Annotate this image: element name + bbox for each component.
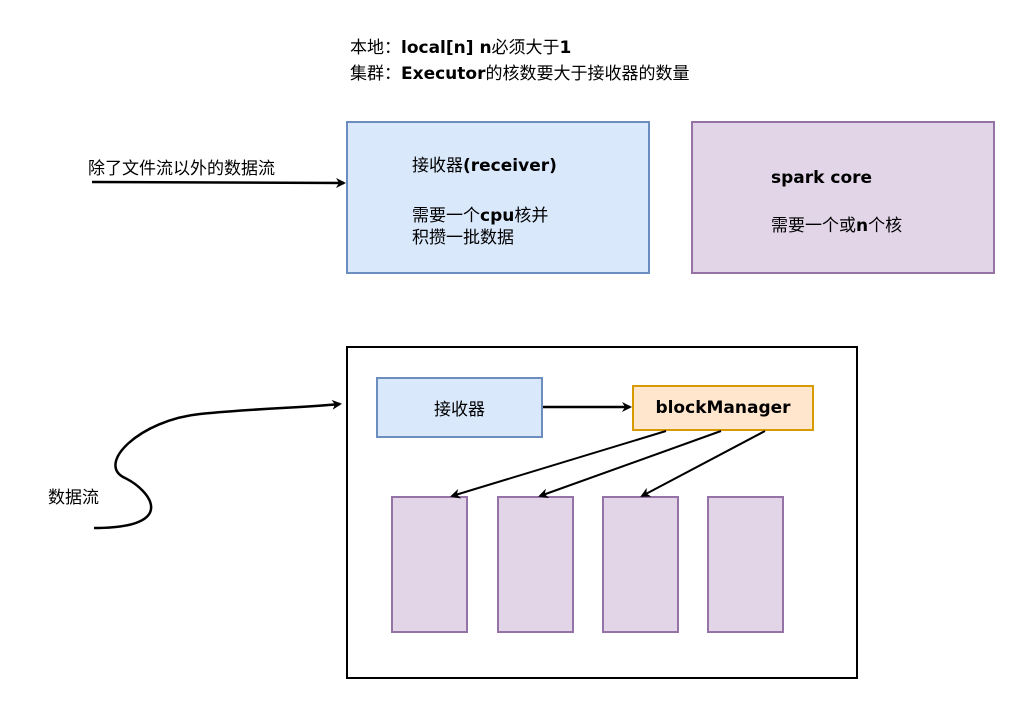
- header-local-bold2: 1: [559, 38, 572, 58]
- input-stream-label: 除了文件流以外的数据流: [88, 159, 275, 179]
- spark-core-desc-suffix: 个核: [868, 216, 903, 236]
- receiver-box[interactable]: 接收器(receiver) 需要一个cpu核并 积攒一批数据: [346, 121, 650, 274]
- block-cell-4[interactable]: [707, 496, 784, 633]
- input-stream-arrow: [91, 177, 346, 188]
- header-cluster-rest: 的核数要大于接收器的数量: [485, 64, 690, 84]
- receiver-desc1-suffix: 核并: [514, 206, 549, 226]
- header-local-prefix: 本地：: [350, 38, 401, 58]
- block-cell-2[interactable]: [497, 496, 574, 633]
- receiver-desc1-bold: cpu: [480, 206, 515, 226]
- receiver-title: 接收器(receiver): [412, 155, 557, 177]
- block-cell-3[interactable]: [602, 496, 679, 633]
- block-manager-label: blockManager: [655, 398, 791, 418]
- header-line-local: 本地：local[n] n必须大于1: [350, 37, 571, 59]
- blockmanager-to-cell3-arrow: [640, 430, 766, 497]
- receiver-desc-2: 积攒一批数据: [412, 228, 514, 248]
- data-stream-wave-arrow: [93, 399, 342, 530]
- header-cluster-prefix: 集群：: [350, 64, 401, 84]
- spark-core-box[interactable]: spark core 需要一个或n个核: [691, 121, 995, 274]
- header-line-cluster: 集群：Executor的核数要大于接收器的数量: [350, 63, 689, 85]
- spark-core-desc-prefix: 需要一个或: [771, 216, 856, 236]
- receiver-title-prefix: 接收器: [412, 156, 463, 176]
- receiver-desc-1: 需要一个cpu核并: [412, 205, 548, 227]
- spark-core-desc-bold: n: [856, 216, 869, 236]
- spark-core-title: spark core: [771, 168, 873, 188]
- header-local-bold: local[n] n: [401, 38, 492, 58]
- receiver-title-bold: (receiver): [463, 156, 557, 176]
- header-cluster-bold: Executor: [401, 64, 486, 84]
- blockmanager-to-cell1-arrow: [450, 430, 667, 499]
- receiver-desc1-prefix: 需要一个: [412, 206, 480, 226]
- blockmanager-to-cell2-arrow: [538, 430, 722, 499]
- bottom-receiver-label: 接收器: [434, 400, 485, 420]
- spark-core-desc: 需要一个或n个核: [771, 215, 902, 237]
- block-manager-box[interactable]: blockManager: [632, 385, 814, 431]
- bottom-receiver-box[interactable]: 接收器: [376, 377, 543, 438]
- block-cell-1[interactable]: [391, 496, 468, 633]
- header-local-mid: 必须大于: [491, 38, 560, 58]
- data-stream-label: 数据流: [48, 488, 99, 508]
